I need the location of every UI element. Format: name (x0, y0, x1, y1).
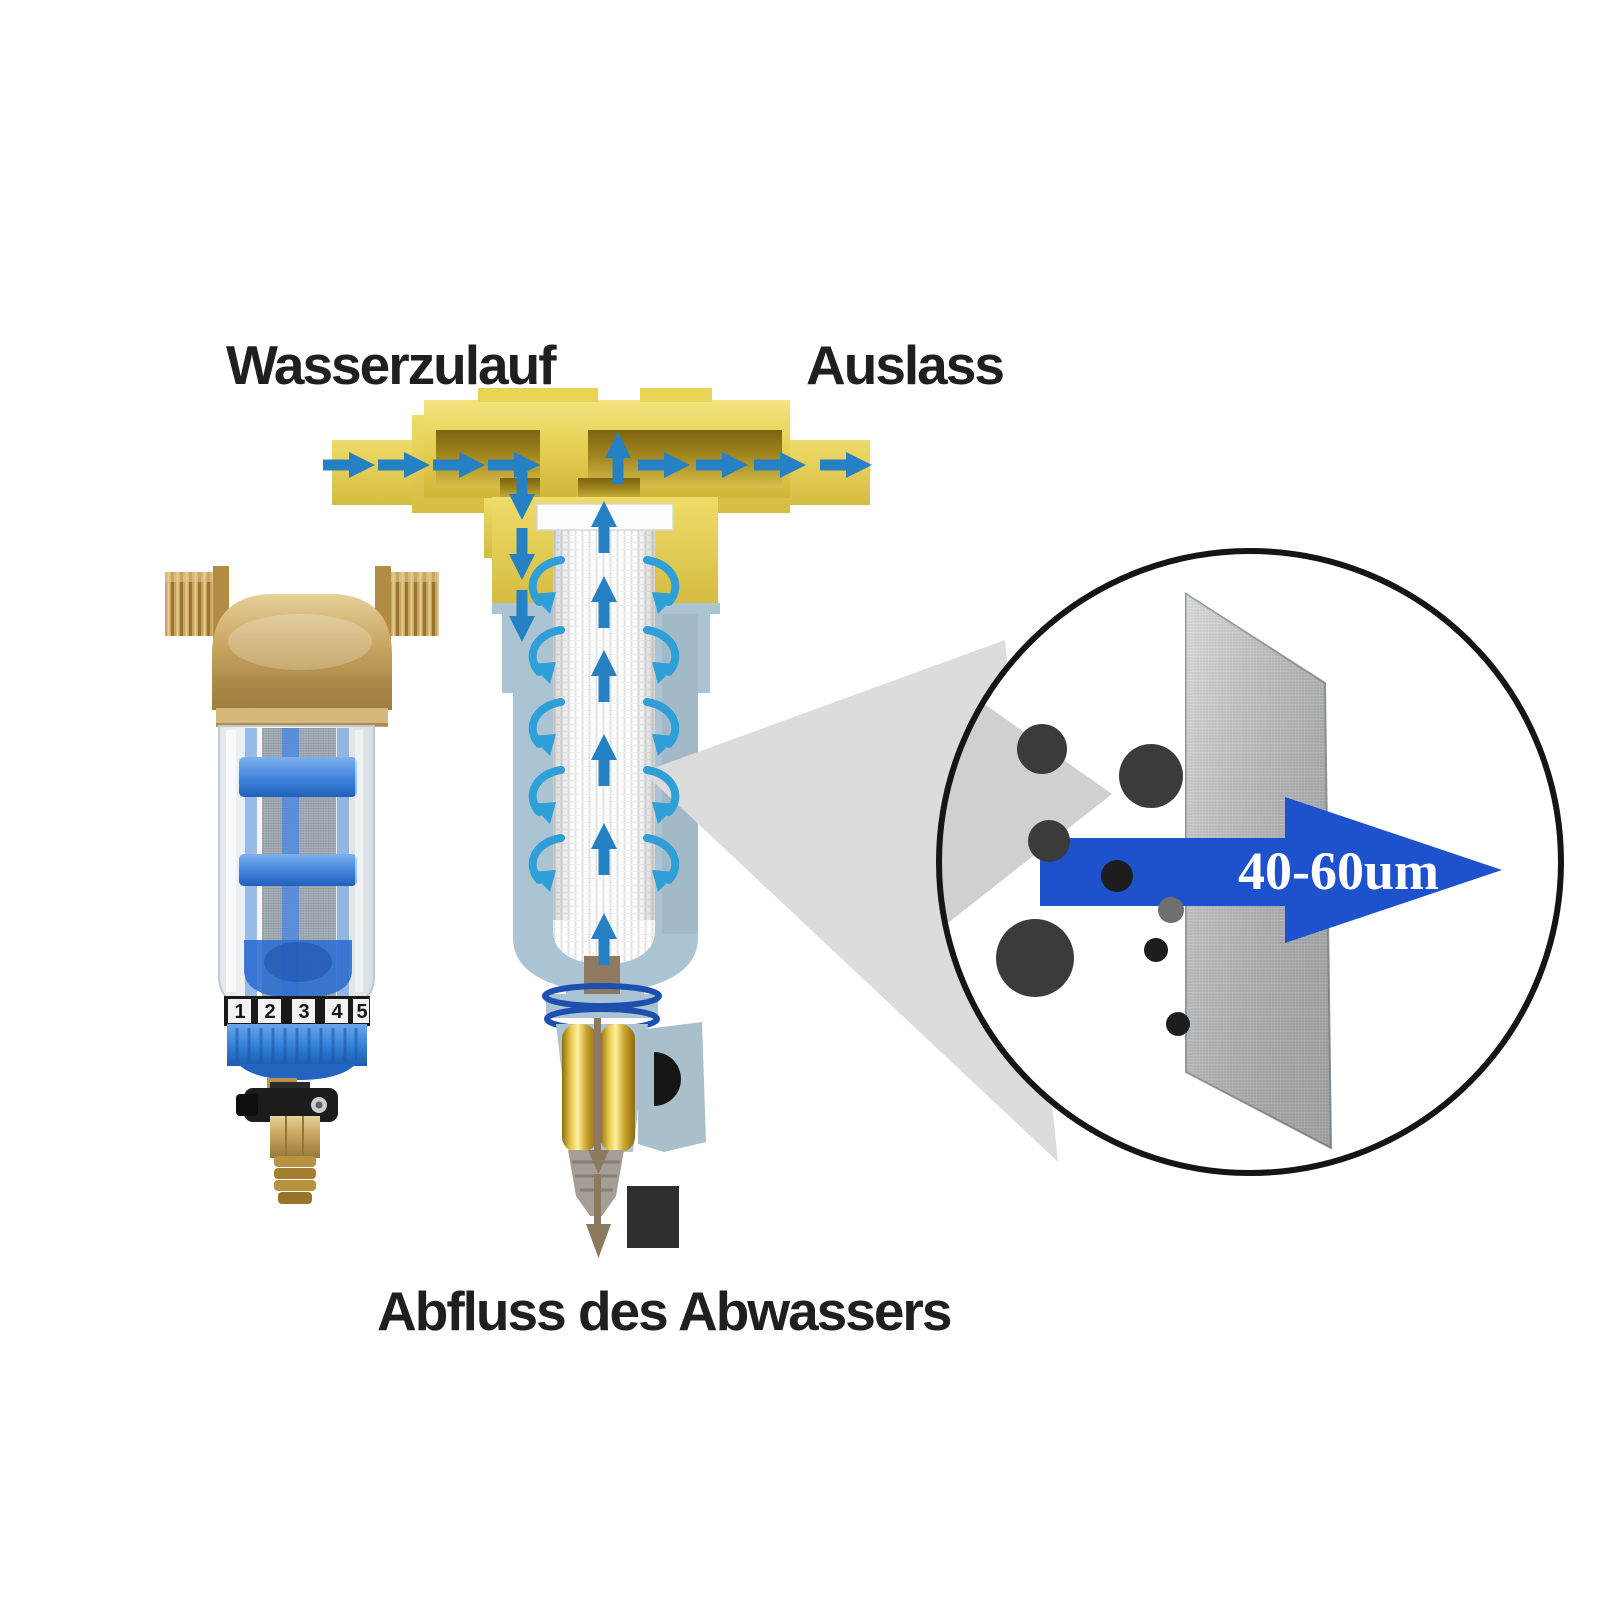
brass-head (212, 594, 392, 727)
inlet-label: Wasserzulauf (226, 334, 557, 396)
particle-dot (1017, 724, 1067, 774)
particle-dot (996, 919, 1074, 997)
outlet-thread (375, 566, 439, 640)
drain-outlet-block (627, 1186, 679, 1248)
drain-assembly (556, 1018, 706, 1258)
product-photo: 1 2 3 4 5 (165, 566, 439, 1204)
scale-number: 1 (234, 1001, 245, 1023)
scale-number: 4 (331, 1001, 343, 1023)
handle-half-disc-icon (654, 1052, 681, 1106)
particle-dot (1119, 744, 1183, 808)
particle-dot (1101, 860, 1133, 892)
inset-ring (936, 548, 1564, 1176)
drain-collar (227, 1024, 367, 1080)
scale-number: 2 (264, 1001, 275, 1023)
zoom-inset-circle: 40-60um (936, 548, 1564, 1176)
drain-rod-arrow (586, 1018, 611, 1258)
mesh-cartridge (239, 728, 357, 998)
micron-text: 40-60um (1238, 841, 1439, 901)
scale-number: 3 (298, 1001, 309, 1023)
outlet-label: Auslass (806, 334, 1005, 396)
particle-dots (996, 724, 1190, 1036)
micron-arrow-head (1285, 797, 1502, 943)
hose-barb (270, 1116, 320, 1204)
clear-bowl (218, 725, 375, 1005)
micron-arrow-tail (1040, 838, 1290, 906)
particle-dot (1028, 820, 1070, 862)
particle-dot (1158, 897, 1184, 923)
scale-number: 5 (356, 1001, 367, 1023)
particle-dot (1144, 938, 1168, 962)
particle-dot (1166, 1012, 1190, 1036)
ball-valve (236, 1082, 338, 1122)
outlet-pipe (790, 440, 870, 505)
drain-label: Abfluss des Abwassers (377, 1280, 952, 1342)
scale-band: 1 2 3 4 5 (224, 996, 370, 1026)
